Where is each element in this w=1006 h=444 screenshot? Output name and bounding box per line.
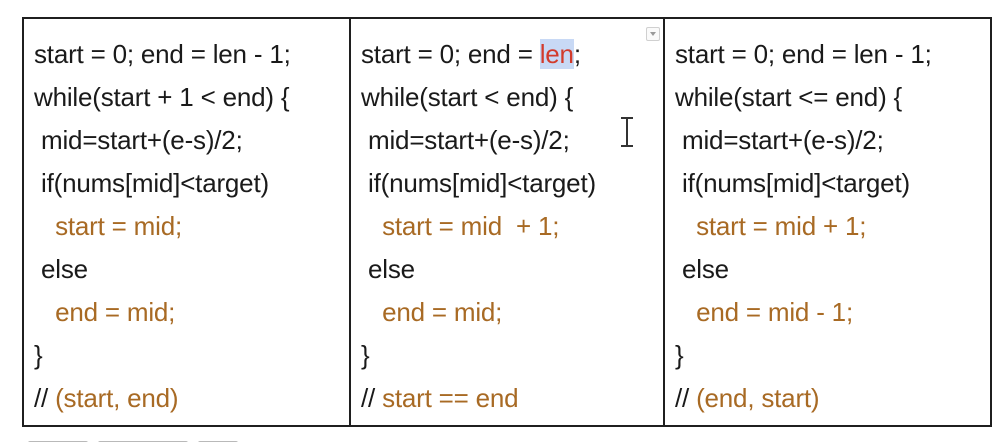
comment-prefix: // — [361, 383, 383, 413]
comment-prefix: // — [675, 383, 697, 413]
code-line[interactable]: start = 0; end = len - 1; — [34, 39, 291, 69]
code-line[interactable]: else — [675, 254, 729, 284]
code-line[interactable]: mid=start+(e-s)/2; — [675, 125, 884, 155]
code-line[interactable]: while(start + 1 < end) { — [34, 82, 290, 112]
code-line[interactable]: end = mid - 1; — [675, 297, 853, 327]
code-line[interactable]: start = 0; end = len - 1; — [675, 39, 932, 69]
code-comment-line[interactable]: // (end, start) — [675, 377, 990, 420]
code-column-3: start = 0; end = len - 1; while(start <=… — [663, 19, 990, 425]
code-line[interactable]: end = mid; — [361, 297, 503, 327]
code-text: ; — [573, 39, 581, 69]
comment-text: (end, start) — [696, 383, 820, 413]
code-line[interactable]: start = mid + 1; — [675, 211, 867, 241]
cropped-text-fragment — [28, 432, 268, 442]
code-line[interactable]: while(start <= end) { — [675, 82, 903, 112]
code-line[interactable]: start = mid + 1; — [361, 211, 560, 241]
code-line[interactable]: if(nums[mid]<target) — [675, 168, 910, 198]
code-line[interactable]: mid=start+(e-s)/2; — [34, 125, 243, 155]
dropdown-corner-icon[interactable] — [646, 27, 660, 41]
code-line[interactable]: if(nums[mid]<target) — [361, 168, 596, 198]
code-line[interactable]: end = mid; — [34, 297, 176, 327]
code-column-1: start = 0; end = len - 1; while(start + … — [24, 19, 349, 425]
code-line[interactable]: } — [675, 340, 684, 370]
code-line[interactable]: start = mid; — [34, 211, 182, 241]
code-line[interactable]: else — [34, 254, 88, 284]
code-column-2: start = 0; end = len; while(start < end)… — [349, 19, 663, 425]
selected-text[interactable]: len — [539, 39, 574, 69]
comment-text: start == end — [382, 383, 519, 413]
code-comparison-table: start = 0; end = len - 1; while(start + … — [22, 17, 992, 427]
code-line[interactable]: } — [361, 340, 370, 370]
code-comment-line[interactable]: // start == end — [361, 377, 663, 420]
code-line[interactable]: mid=start+(e-s)/2; — [361, 125, 570, 155]
code-comment-line[interactable]: // (start, end) — [34, 377, 349, 420]
code-line[interactable]: } — [34, 340, 43, 370]
code-line[interactable]: start = 0; end = len; — [361, 33, 663, 76]
text-cursor-icon — [621, 117, 633, 147]
code-line[interactable]: else — [361, 254, 415, 284]
code-line[interactable]: if(nums[mid]<target) — [34, 168, 269, 198]
code-text: start = 0; end = — [361, 39, 540, 69]
comment-prefix: // — [34, 383, 56, 413]
comment-text: (start, end) — [55, 383, 179, 413]
code-line[interactable]: while(start < end) { — [361, 82, 574, 112]
